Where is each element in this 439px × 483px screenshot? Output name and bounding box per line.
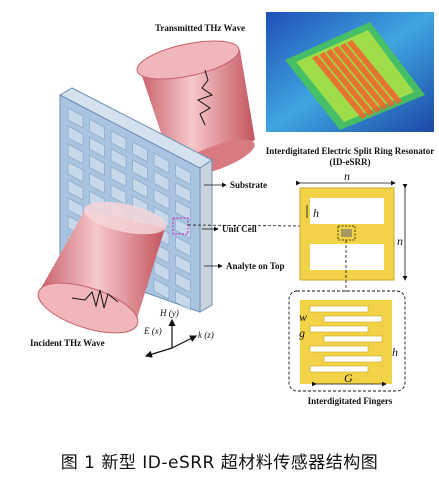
incident-label: Incident THz Wave bbox=[30, 338, 105, 348]
fingers-label: Interdigitated Fingers bbox=[308, 396, 393, 406]
k-axis-label: k (z) bbox=[198, 330, 214, 340]
unit-cell-schematic: n n h bbox=[296, 169, 408, 292]
finger bbox=[309, 305, 369, 313]
heatmap-finger bbox=[312, 55, 367, 119]
heatmap-finger bbox=[326, 49, 381, 113]
unit-cell bbox=[153, 152, 170, 174]
unit-cell bbox=[110, 129, 127, 152]
unit-cell bbox=[67, 179, 84, 201]
finger bbox=[323, 315, 383, 323]
unit-cell bbox=[67, 125, 84, 147]
axes: H (y) E (x) k (z) bbox=[143, 308, 214, 358]
dim-n-side: n bbox=[397, 234, 403, 248]
unit-cell bbox=[89, 172, 105, 194]
dim-G: G bbox=[344, 371, 353, 385]
unit-cell bbox=[67, 161, 84, 183]
unit-cell bbox=[175, 163, 191, 186]
finger bbox=[309, 325, 369, 333]
unit-cell bbox=[67, 143, 84, 165]
unit-cell bbox=[132, 177, 148, 199]
unit-cell bbox=[89, 118, 105, 140]
unit-cell bbox=[132, 159, 148, 181]
unit-cell bbox=[67, 107, 84, 129]
incident-beam bbox=[37, 201, 167, 334]
unit-cell bbox=[110, 147, 127, 170]
dim-n-top: n bbox=[344, 169, 350, 183]
resonator-title: Interdigitated Electric Split Ring Reson… bbox=[266, 146, 434, 156]
unit-cell bbox=[110, 165, 127, 188]
fingers-schematic: w g h G bbox=[288, 290, 406, 392]
heatmap-finger bbox=[333, 46, 388, 110]
unit-cell bbox=[132, 141, 148, 163]
unit-cell bbox=[175, 181, 191, 204]
unit-cell-label: Unit Cell bbox=[222, 224, 257, 234]
unit-cell bbox=[175, 199, 191, 222]
unit-cell bbox=[175, 235, 191, 258]
unit-cell bbox=[153, 260, 170, 282]
substrate-label: Substrate bbox=[230, 180, 267, 190]
unit-cell bbox=[89, 136, 105, 158]
e-axis-label: E (x) bbox=[143, 326, 162, 336]
finger bbox=[323, 335, 383, 343]
unit-cell-highlight bbox=[172, 217, 189, 235]
heatmap-finger bbox=[319, 52, 374, 116]
unit-cell bbox=[153, 188, 170, 210]
transmitted-label: Transmitted THz Wave bbox=[155, 23, 245, 33]
heatmap-finger bbox=[340, 43, 395, 107]
dim-g: g bbox=[299, 326, 305, 340]
finger bbox=[323, 355, 383, 363]
finger bbox=[309, 345, 369, 353]
analyte-label: Analyte on Top bbox=[226, 261, 285, 271]
dim-w: w bbox=[299, 310, 307, 324]
unit-cell bbox=[153, 170, 170, 192]
figure-caption: 图 1 新型 ID-eSRR 超材料传感器结构图 bbox=[60, 453, 379, 473]
resonator-abbrev: (ID-eSRR) bbox=[330, 157, 371, 167]
h-axis-label: H (y) bbox=[159, 308, 179, 318]
dim-h-finger: h bbox=[392, 345, 398, 359]
unit-cell bbox=[175, 289, 191, 312]
unit-cell bbox=[89, 154, 105, 176]
unit-cell bbox=[153, 278, 170, 300]
field-heatmap bbox=[266, 12, 434, 132]
finger-set bbox=[309, 305, 383, 373]
unit-cell bbox=[175, 253, 191, 276]
heatmap-finger bbox=[347, 40, 402, 104]
unit-cell bbox=[175, 271, 191, 294]
finger bbox=[309, 365, 369, 373]
heatmap-fingers bbox=[312, 40, 402, 119]
unit-cell-leader bbox=[187, 224, 301, 227]
dim-h-cell: h bbox=[313, 206, 319, 220]
